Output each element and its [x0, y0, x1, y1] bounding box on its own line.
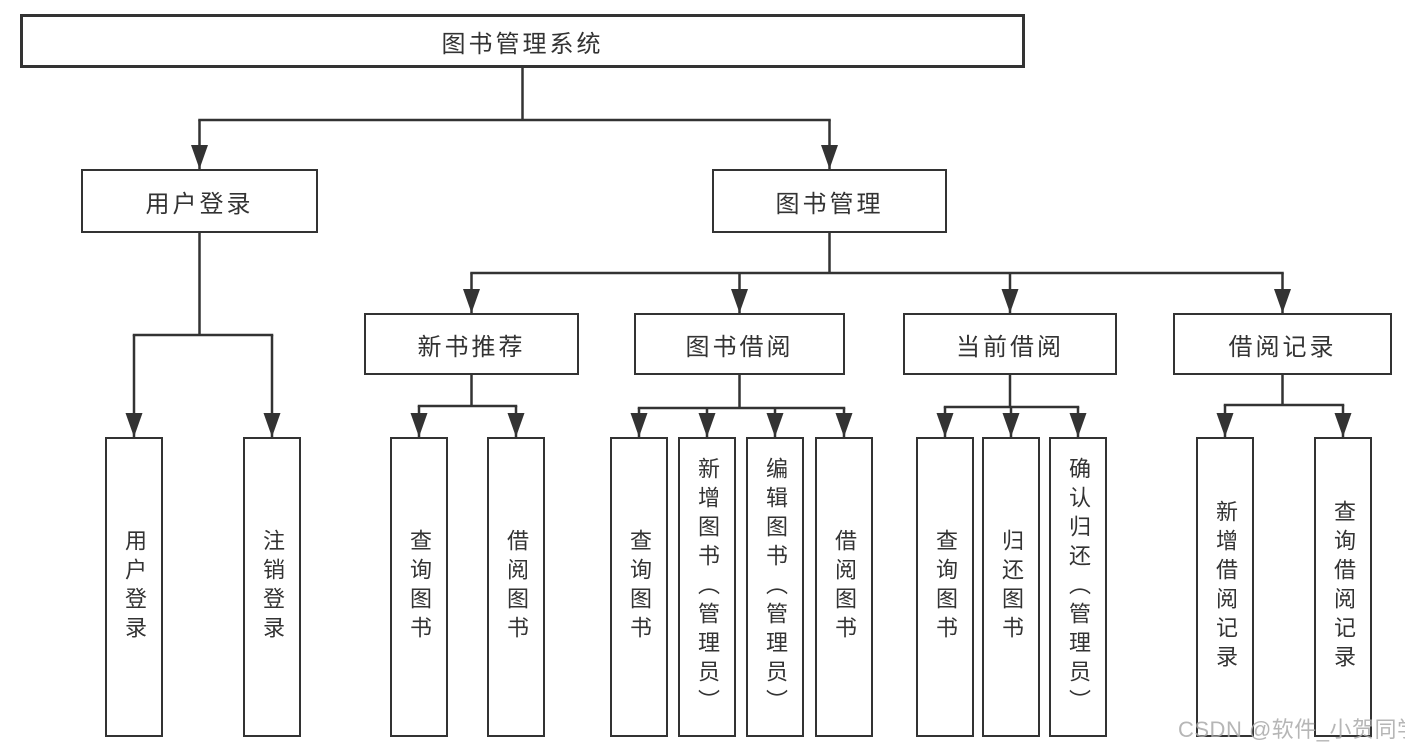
leaf-return-book: 归还图书 — [982, 437, 1040, 737]
leaf-query-books-current: 查询图书 — [916, 437, 974, 737]
leaf-query-borrow-record: 查询借阅记录 — [1314, 437, 1372, 737]
node-new-book-recommend: 新书推荐 — [364, 313, 579, 375]
leaf-add-borrow-record: 新增借阅记录 — [1196, 437, 1254, 737]
node-book-management: 图书管理 — [712, 169, 947, 233]
node-book-borrow: 图书借阅 — [634, 313, 845, 375]
leaf-borrow-books: 借阅图书 — [815, 437, 873, 737]
node-borrow-records: 借阅记录 — [1173, 313, 1392, 375]
leaf-user-login: 用户登录 — [105, 437, 163, 737]
leaf-query-books-borrow: 查询图书 — [610, 437, 668, 737]
leaf-logout: 注销登录 — [243, 437, 301, 737]
node-user-login: 用户登录 — [81, 169, 318, 233]
watermark-text: CSDN @软件_小贺同学 — [1178, 717, 1405, 742]
leaf-add-book-admin: 新增图书（管理员） — [678, 437, 736, 737]
leaf-edit-book-admin: 编辑图书（管理员） — [746, 437, 804, 737]
leaf-query-books-recommend: 查询图书 — [390, 437, 448, 737]
leaf-borrow-books-recommend: 借阅图书 — [487, 437, 545, 737]
leaf-confirm-return-admin: 确认归还（管理员） — [1049, 437, 1107, 737]
node-current-borrow: 当前借阅 — [903, 313, 1117, 375]
node-library-management-system: 图书管理系统 — [20, 14, 1025, 68]
